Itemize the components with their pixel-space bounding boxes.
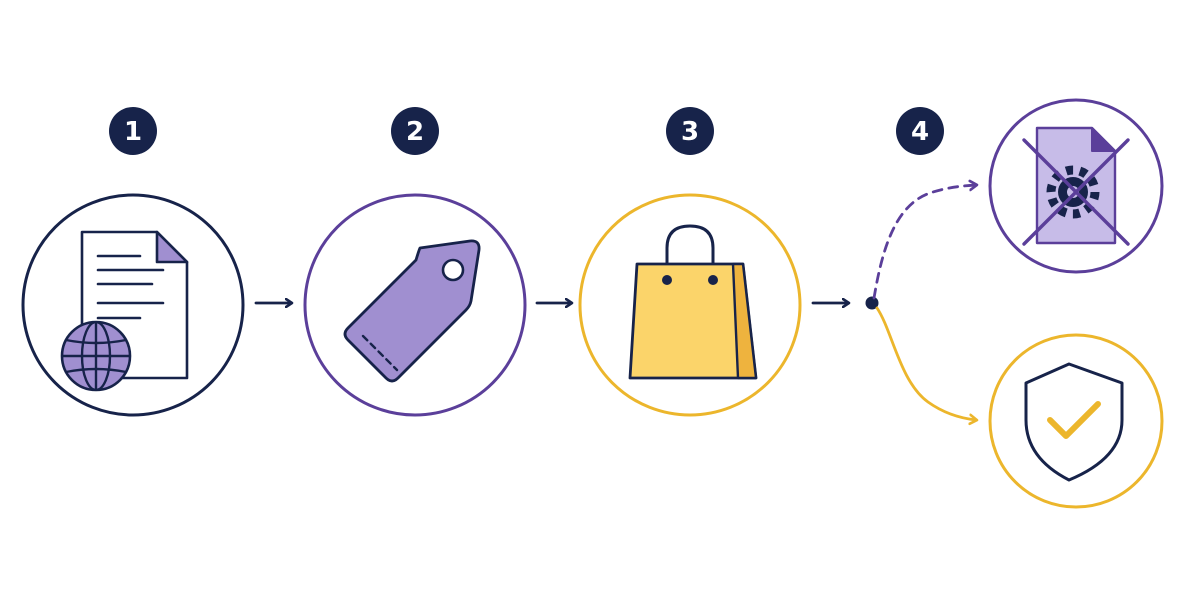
shopping-bag-icon	[628, 224, 758, 380]
step-number-1: 1	[124, 117, 142, 147]
step-number-4: 4	[911, 117, 929, 147]
globe-icon	[60, 320, 132, 392]
blocked-settings-file-icon	[1022, 126, 1130, 246]
branch-point-icon	[865, 296, 879, 310]
step-2-node	[303, 193, 527, 417]
step-3-node	[578, 193, 802, 417]
web-document-icon	[60, 230, 189, 392]
gear-icon	[1046, 165, 1100, 219]
branch-path-approved	[875, 306, 976, 420]
step-1-node	[21, 193, 245, 417]
price-tag-icon	[343, 239, 481, 383]
branch-path-blocked	[872, 185, 976, 300]
step-badge-2: 2	[391, 107, 439, 155]
outcome-approved-node	[988, 333, 1164, 509]
shield-check-icon	[1024, 362, 1124, 482]
step-number-3: 3	[681, 117, 699, 147]
step-badge-1: 1	[109, 107, 157, 155]
step-number-2: 2	[406, 117, 424, 147]
step-badge-4: 4	[896, 107, 944, 155]
step-badge-3: 3	[666, 107, 714, 155]
outcome-blocked-node	[988, 98, 1164, 274]
